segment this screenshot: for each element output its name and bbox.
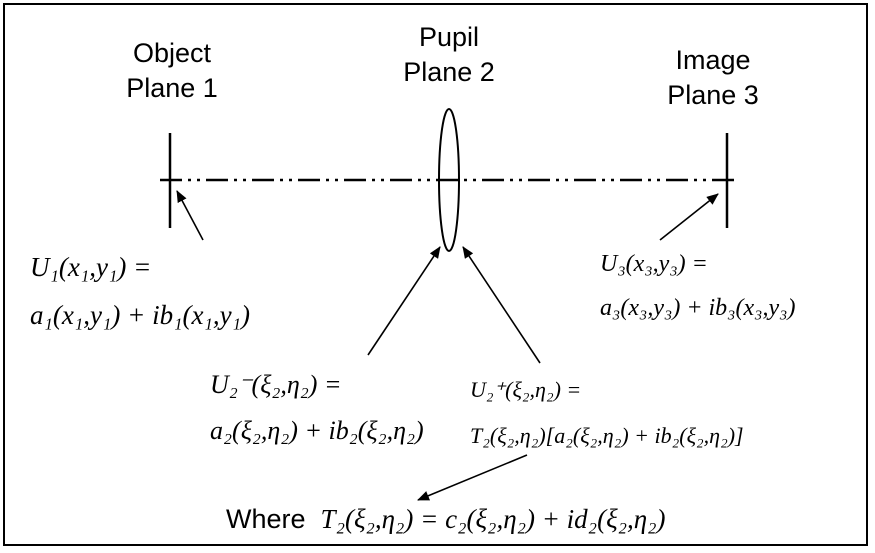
u3-equation: U₃(x₃,y₃) = a₃(x₃,y₃) + ib₃(x₃,y₃) (600, 251, 796, 321)
u1-equation: U₁(x₁,y₁) = a₁(x₁,y₁) + ib₁(x₁,y₁) (30, 252, 250, 330)
pupil-lens (438, 108, 460, 252)
u2-minus-equation: U₂⁻(ξ₂,η₂) = a₂(ξ₂,η₂) + ib₂(ξ₂,η₂) (210, 370, 424, 445)
arrow-u2-minus (367, 246, 441, 356)
arrow-u3 (659, 193, 719, 241)
image-plane-label: Image Plane 3 (667, 45, 759, 110)
pupil-plane-label: Pupil Plane 2 (403, 22, 495, 87)
arrow-u2-plus (462, 246, 541, 364)
object-plane-label: Object Plane 1 (126, 38, 218, 103)
arrow-u1 (176, 190, 204, 241)
u2-plus-equation: U₂⁺(ξ₂,η₂) = T₂(ξ₂,η₂)[a₂(ξ₂,η₂) + ib₂(ξ… (470, 377, 744, 448)
where-equation: Where T₂(ξ₂,η₂) = c₂(ξ₂,η₂) + id₂(ξ₂,η₂) (226, 504, 666, 534)
arrow-where (417, 454, 528, 501)
diagram-frame (3, 3, 868, 546)
